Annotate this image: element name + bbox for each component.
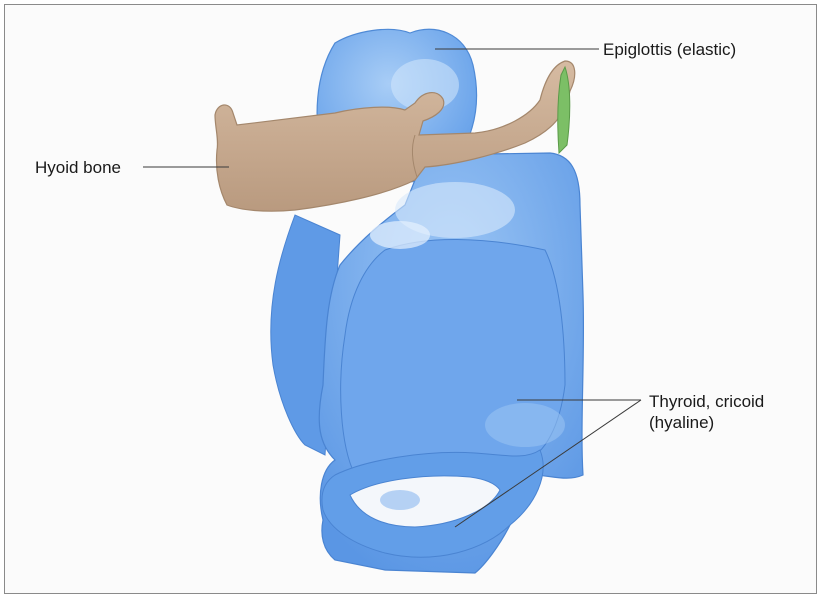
- hyoid-bone-label: Hyoid bone: [35, 157, 121, 178]
- thyroid-cricoid-label: Thyroid, cricoid (hyaline): [649, 391, 764, 433]
- thyroid-label-line1: Thyroid, cricoid: [649, 391, 764, 412]
- epiglottis-label: Epiglottis (elastic): [603, 39, 736, 60]
- larynx-illustration: [5, 5, 816, 593]
- thyroid-label-line2: (hyaline): [649, 412, 764, 433]
- larynx-diagram: Epiglottis (elastic) Hyoid bone Thyroid,…: [4, 4, 817, 594]
